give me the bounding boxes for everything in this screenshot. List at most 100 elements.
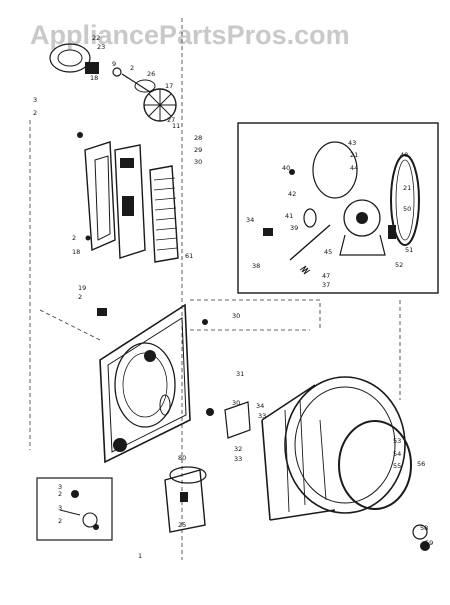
callout-label: 55 xyxy=(393,462,401,470)
callout-label: 11 xyxy=(172,122,180,130)
bulkhead-clip-shape xyxy=(97,308,107,316)
heater-terminal-shape xyxy=(180,492,188,502)
small-nut-shape xyxy=(93,524,99,530)
blower-seal-shape xyxy=(134,79,156,93)
duct-cover-shape xyxy=(84,141,116,252)
bulkhead-hole-shape xyxy=(113,438,127,452)
small-parts-inset xyxy=(36,477,113,541)
callout-label: 40 xyxy=(282,164,290,172)
callout-label: 45 xyxy=(324,248,332,256)
blower-wheel-vanes xyxy=(144,89,176,121)
motor-inset-border xyxy=(237,122,439,294)
heater-assembly xyxy=(164,466,207,533)
heater-cap-shape xyxy=(169,466,207,484)
drum-belt-inner-shape xyxy=(395,159,415,241)
bulkhead-bearing-shape xyxy=(144,350,156,362)
idler-arm-shape xyxy=(289,224,331,261)
callout-label: 17 xyxy=(165,82,173,90)
motor-body-shape xyxy=(343,199,381,237)
callout-label: 31 xyxy=(236,370,244,378)
small-screw-shape xyxy=(71,490,79,498)
drum-bolt-shape xyxy=(206,408,214,416)
lint-screen-mesh xyxy=(153,177,178,251)
duct-inner-shape xyxy=(94,155,111,241)
drum-screw-shape xyxy=(420,541,430,551)
callout-label: 43 xyxy=(348,139,356,147)
callout-label: 39 xyxy=(290,224,298,232)
callout-label: 2 xyxy=(58,490,62,498)
drum-roller-shape xyxy=(412,524,428,540)
callout-label: 28 xyxy=(194,134,202,142)
watermark-text: AppliancePartsPros.com xyxy=(30,20,350,50)
callout-label: 30 xyxy=(232,399,240,407)
blower-clip-shape xyxy=(85,62,99,74)
callout-label: 54 xyxy=(393,450,401,458)
blower-housing-shape xyxy=(49,43,91,73)
callout-label: 30 xyxy=(194,158,202,166)
callout-label: 18 xyxy=(90,74,98,82)
callout-label: 37 xyxy=(322,281,330,289)
callout-label: 27 xyxy=(167,116,175,124)
drum-ribs xyxy=(284,399,327,513)
blower-washer-shape xyxy=(112,67,122,77)
callout-label: 80 xyxy=(178,454,186,462)
duct-slot-shape xyxy=(122,196,134,216)
callout-label: 26 xyxy=(147,70,155,78)
callout-label: 58 xyxy=(420,524,428,532)
drum-belt-shape xyxy=(390,154,420,246)
callout-label: 2 xyxy=(130,64,134,72)
inset-screw-shape xyxy=(289,169,295,175)
callout-label: 38 xyxy=(252,262,260,270)
callout-label: 48 xyxy=(400,151,408,159)
drive-belt-loop-shape xyxy=(312,141,358,199)
callout-label: 56 xyxy=(417,460,425,468)
callout-label: 2 xyxy=(58,517,62,525)
bulkhead-screw-shape xyxy=(202,319,208,325)
motor-hub-shape xyxy=(356,212,368,224)
callout-label: 30 xyxy=(232,312,240,320)
callout-label: 32 xyxy=(234,445,242,453)
callout-label: 2 xyxy=(72,234,76,242)
heater-shape xyxy=(164,469,206,533)
callout-label: 2 xyxy=(33,109,37,117)
drum-front-rim-shape xyxy=(284,376,406,514)
callout-label: 2 xyxy=(78,293,82,301)
inset-bracket-shape xyxy=(388,225,396,239)
callout-label: 52 xyxy=(395,261,403,269)
callout-label: 3 xyxy=(58,504,62,512)
callout-label: 33 xyxy=(258,412,266,420)
callout-label: 3 xyxy=(33,96,37,104)
callout-label: 25 xyxy=(178,521,186,529)
lint-duct-assembly xyxy=(77,132,179,263)
bulkhead-outline xyxy=(99,303,191,464)
callout-label: 51 xyxy=(405,246,413,254)
callout-label: 34 xyxy=(246,216,254,224)
drum-body-lines xyxy=(261,384,336,521)
bulkhead-inner-outline xyxy=(107,317,187,453)
callout-label: 53 xyxy=(393,437,401,445)
screw-shape xyxy=(85,235,91,241)
lint-screen-shape xyxy=(149,165,179,263)
inset-clip-shape xyxy=(263,228,273,236)
callout-label: 18 xyxy=(72,248,80,256)
callout-label: 29 xyxy=(194,146,202,154)
callout-label: 42 xyxy=(288,190,296,198)
small-washer-shape xyxy=(82,512,98,528)
duct-tab-shape xyxy=(120,158,134,168)
pulley-shape xyxy=(303,208,317,228)
callout-label: 23 xyxy=(97,43,105,51)
blower-inner-shape xyxy=(57,49,83,67)
motor-inset xyxy=(237,122,439,294)
drum-assembly xyxy=(206,376,430,551)
motor-mount-shape xyxy=(339,234,386,256)
callout-label: 41 xyxy=(285,212,293,220)
drum-bracket-shape xyxy=(224,401,251,439)
callout-label: 19 xyxy=(78,284,86,292)
callout-label: 50 xyxy=(403,205,411,213)
callout-label: 33 xyxy=(234,455,242,463)
callout-label: 3 xyxy=(58,483,62,491)
screw-shape xyxy=(77,132,83,138)
guide-lines xyxy=(29,18,401,560)
callout-label: 21 xyxy=(403,184,411,192)
